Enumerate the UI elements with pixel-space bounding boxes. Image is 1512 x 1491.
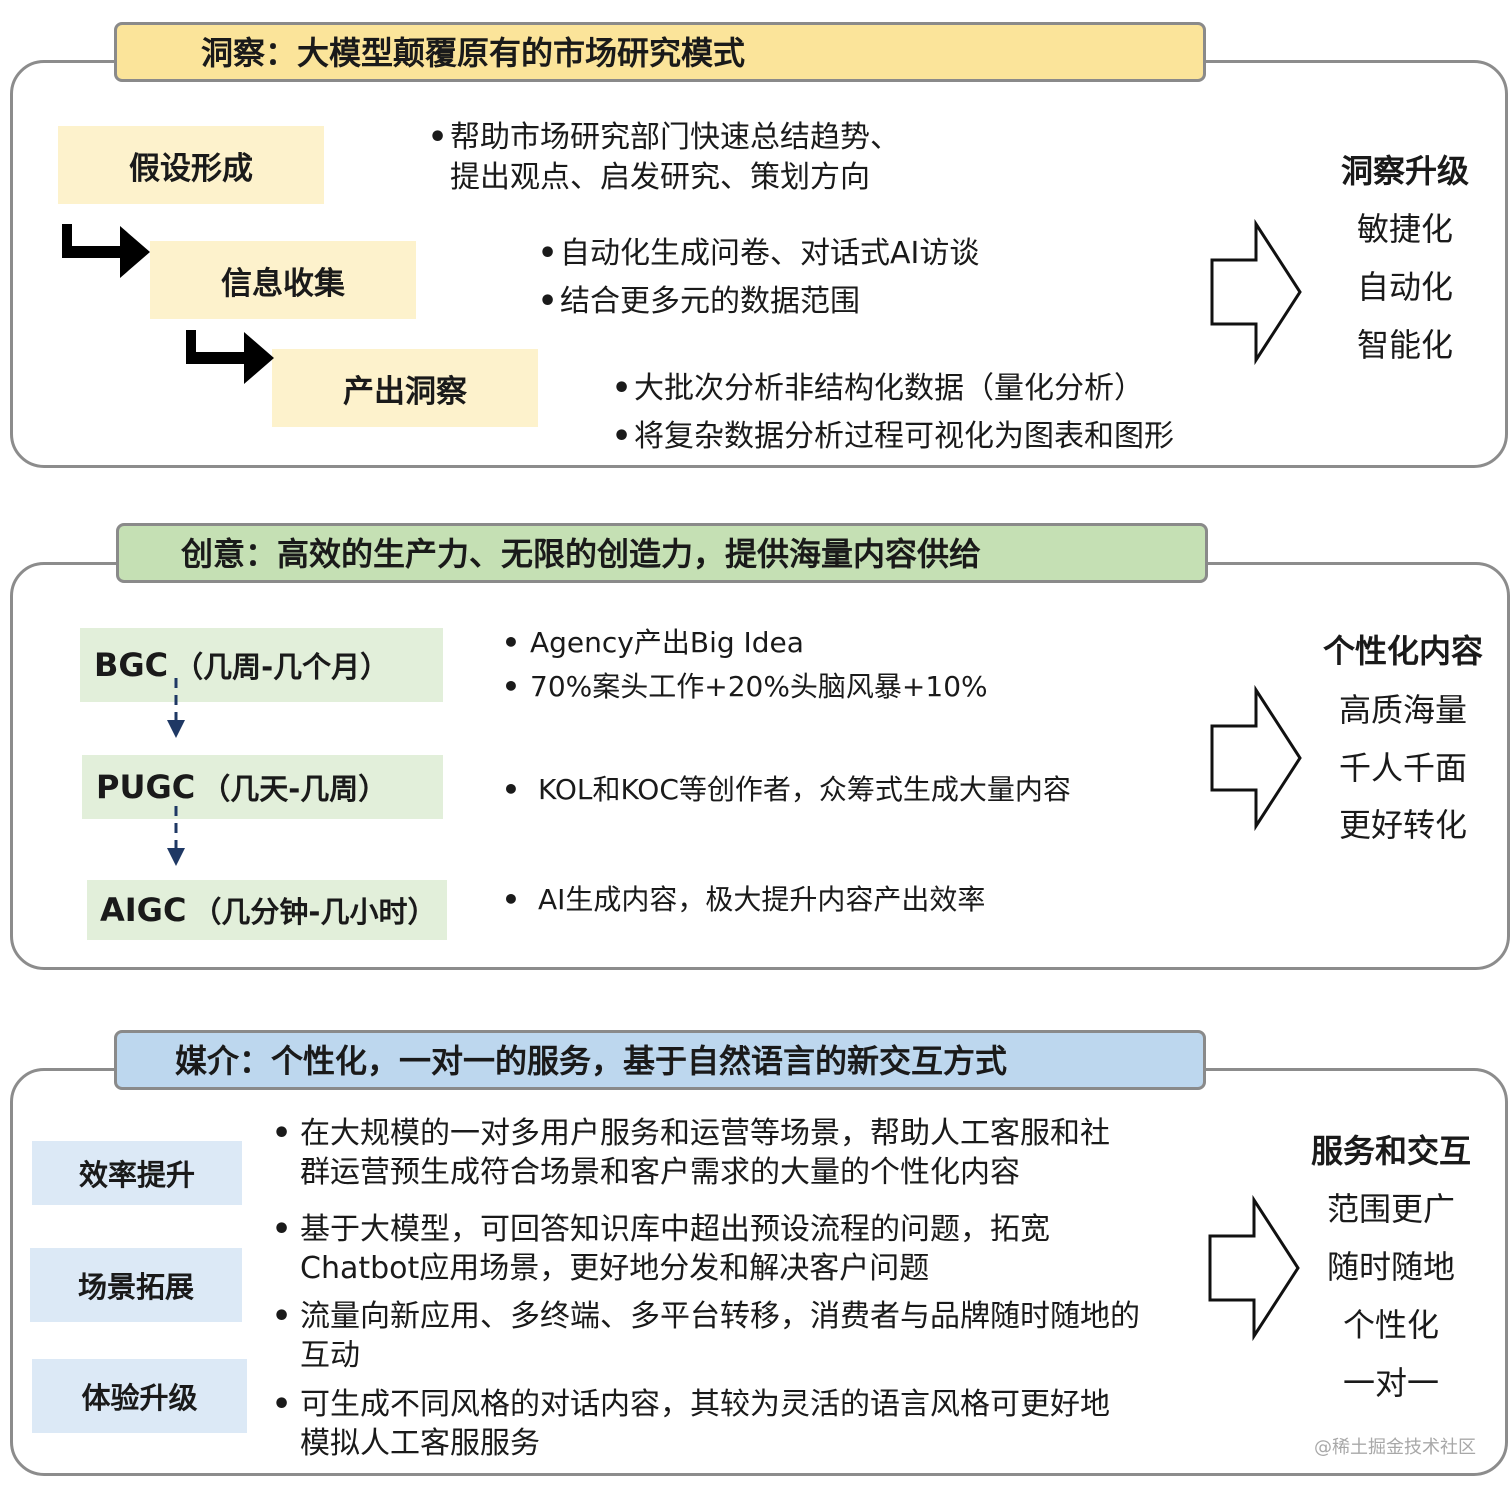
bullet-list-bgc: •Agency产出Big Idea •70%案头工作+20%头脑风暴+10% [502, 626, 988, 703]
bullet-text: 自动化生成问卷、对话式AI访谈 [560, 236, 980, 271]
stage-name: PUGC [96, 768, 196, 806]
stage-bgc: BGC （几周-几个月） [80, 628, 443, 702]
bullet-text: 在大规模的一对多用户服务和运营等场景，帮助人工客服和社 [300, 1116, 1110, 1151]
creative-title: 创意：高效的生产力、无限的创造力，提供海量内容供给 [116, 523, 1208, 583]
bullet-list-hypothesis: •帮助市场研究部门快速总结趋势、 提出观点、启发研究、策划方向 [428, 120, 900, 195]
bullet-text: 群运营预生成符合场景和客户需求的大量的个性化内容 [300, 1155, 1020, 1190]
bullet-text: 提出观点、启发研究、策划方向 [450, 160, 870, 195]
creative-outcome-personal: 千人千面 [1338, 749, 1467, 787]
bullet-text: AI生成内容，极大提升内容产出效率 [538, 883, 986, 916]
stage-name: AIGC [100, 891, 187, 929]
step-hypothesis: 假设形成 [58, 126, 324, 204]
step-arrow-icon [186, 330, 274, 384]
bullet-list-info-collection: •自动化生成问卷、对话式AI访谈 •结合更多元的数据范围 [538, 236, 980, 319]
step-output-insight: 产出洞察 [272, 349, 538, 427]
bullet-text: 互动 [300, 1338, 360, 1373]
stage-period: （几分钟-几小时） [192, 895, 437, 929]
bullet-text: 可生成不同风格的对话内容，其较为灵活的语言风格可更好地 [300, 1387, 1110, 1422]
block-arrow-icon [1208, 1194, 1300, 1342]
stage-aigc: AIGC （几分钟-几小时） [87, 880, 447, 940]
bullet-text: 结合更多元的数据范围 [560, 284, 860, 319]
bullet-text: KOL和KOC等创作者，众筹式生成大量内容 [538, 773, 1071, 806]
media-outcome-one-to-one: 一对一 [1342, 1364, 1439, 1402]
media-outcome-personalized: 个性化 [1342, 1306, 1439, 1344]
dashed-down-arrow-icon [167, 678, 185, 738]
step-arrow-icon [62, 224, 150, 278]
insight-outcome-intelligent: 智能化 [1356, 326, 1453, 364]
bullet-text: 流量向新应用、多终端、多平台转移，消费者与品牌随时随地的 [300, 1299, 1140, 1334]
stage-period: （几周-几个月） [174, 650, 390, 684]
insight-outcome-title: 洞察升级 [1340, 152, 1469, 190]
bullet-text: 基于大模型，可回答知识库中超出预设流程的问题，拓宽 [300, 1212, 1050, 1247]
insight-title: 洞察：大模型颠覆原有的市场研究模式 [114, 22, 1206, 82]
bullet-list-media: •在大规模的一对多用户服务和运营等场景，帮助人工客服和社 群运营预生成符合场景和… [272, 1116, 1140, 1461]
stage-name: BGC [94, 646, 169, 684]
stage-pugc: PUGC （几天-几周） [82, 755, 443, 819]
creative-outcome-quality: 高质海量 [1338, 691, 1467, 729]
bullet-text: 模拟人工客服服务 [300, 1426, 540, 1461]
bullet-text: 70%案头工作+20%头脑风暴+10% [530, 670, 988, 703]
bullet-list-pugc: •KOL和KOC等创作者，众筹式生成大量内容 [502, 773, 1071, 806]
stage-period: （几天-几周） [201, 772, 388, 806]
tag-experience: 体验升级 [32, 1359, 247, 1433]
media-outcome-wider: 范围更广 [1326, 1190, 1455, 1228]
step-info-collection: 信息收集 [150, 241, 416, 319]
insight-outcome-agile: 敏捷化 [1356, 210, 1453, 248]
media-title: 媒介：个性化，一对一的服务，基于自然语言的新交互方式 [114, 1030, 1206, 1090]
insight-outcome-automated: 自动化 [1356, 268, 1453, 306]
media-outcome-title: 服务和交互 [1310, 1132, 1471, 1170]
block-arrow-icon [1210, 218, 1302, 366]
bullet-list-output-insight: •大批次分析非结构化数据（量化分析） •将复杂数据分析过程可视化为图表和图形 [612, 371, 1174, 454]
tag-efficiency: 效率提升 [32, 1141, 242, 1205]
bullet-list-aigc: •AI生成内容，极大提升内容产出效率 [502, 883, 986, 916]
watermark: @稀土掘金技术社区 [1314, 1437, 1476, 1458]
bullet-text: 帮助市场研究部门快速总结趋势、 [450, 120, 900, 155]
dashed-down-arrow-icon [167, 806, 185, 866]
creative-outcome-conversion: 更好转化 [1338, 806, 1467, 844]
creative-outcome-title: 个性化内容 [1322, 632, 1483, 670]
tag-scenario: 场景拓展 [30, 1248, 242, 1322]
block-arrow-icon [1210, 684, 1302, 832]
bullet-text: 大批次分析非结构化数据（量化分析） [634, 371, 1144, 406]
bullet-text: Agency产出Big Idea [530, 626, 804, 659]
bullet-text: 将复杂数据分析过程可视化为图表和图形 [634, 419, 1174, 454]
bullet-text: Chatbot应用场景，更好地分发和解决客户问题 [300, 1251, 930, 1286]
media-outcome-anytime: 随时随地 [1326, 1248, 1455, 1286]
